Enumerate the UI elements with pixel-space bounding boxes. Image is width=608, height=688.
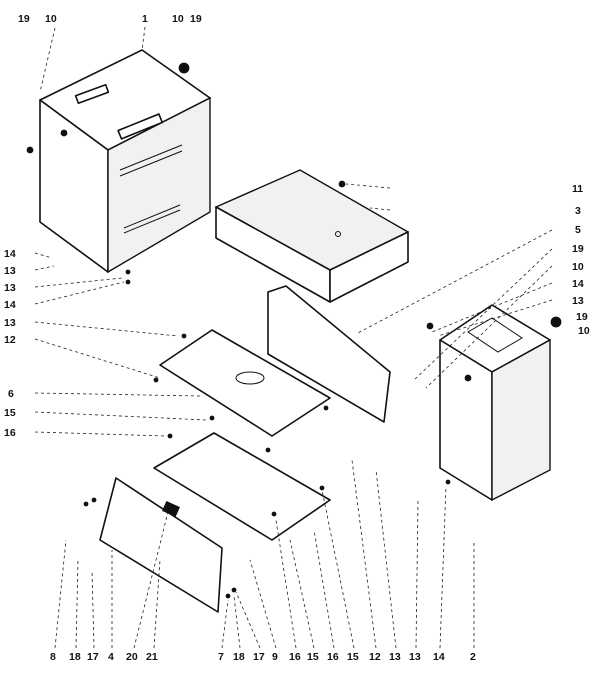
callout-label: 14	[433, 651, 445, 663]
small-cabinet	[439, 304, 551, 502]
callout-label: 13	[4, 317, 16, 329]
callout-label: 19	[190, 13, 202, 25]
callout-label: 10	[45, 13, 57, 25]
callout-label: 20	[126, 651, 138, 663]
callout-label: 17	[253, 651, 265, 663]
callout-label: 10	[172, 13, 184, 25]
callout-label: 19	[576, 311, 588, 323]
callout-label: 18	[69, 651, 81, 663]
callout-label: 3	[575, 205, 581, 217]
callout-label: 15	[4, 407, 16, 419]
back-panel	[267, 285, 391, 423]
callout-label: 16	[4, 427, 16, 439]
callout-label: 13	[4, 282, 16, 294]
callout-label: 13	[409, 651, 421, 663]
callout-label: 8	[50, 651, 56, 663]
callout-label: 15	[307, 651, 319, 663]
callout-label: 13	[389, 651, 401, 663]
callout-label: 4	[108, 651, 114, 663]
callout-label: 12	[369, 651, 381, 663]
callout-label: 5	[575, 224, 581, 236]
drawer	[214, 169, 410, 303]
callout-label: 1	[142, 13, 148, 25]
callout-label: 11	[572, 183, 583, 195]
callout-label: 21	[146, 651, 158, 663]
callout-label: 10	[572, 261, 584, 273]
callout-label: 17	[87, 651, 99, 663]
hardware-parts	[26, 62, 562, 599]
callout-label: 12	[4, 334, 16, 346]
callout-label: 13	[572, 295, 584, 307]
callout-label: 14	[572, 278, 584, 290]
leader-lines	[34, 26, 553, 649]
callout-label: 19	[18, 13, 30, 25]
callout-label: 9	[272, 651, 278, 663]
callout-label: 6	[8, 388, 14, 400]
callout-label: 7	[218, 651, 224, 663]
shelf-top	[159, 329, 331, 437]
callout-label: 18	[233, 651, 245, 663]
callout-label: 14	[4, 248, 16, 260]
large-cabinet	[39, 49, 211, 274]
callout-label: 14	[4, 299, 16, 311]
callout-label: 13	[4, 265, 16, 277]
callout-label: 15	[347, 651, 359, 663]
callout-label: 16	[327, 651, 339, 663]
callout-label: 2	[470, 651, 476, 663]
callout-label: 19	[572, 243, 584, 255]
callout-label: 10	[578, 325, 590, 337]
callout-labels: 19 10 1 10 19 11 3 5 19 10 14 13 19 10 1…	[4, 13, 590, 663]
door	[99, 477, 223, 613]
callout-label: 16	[289, 651, 301, 663]
shelf-bottom	[153, 432, 331, 541]
